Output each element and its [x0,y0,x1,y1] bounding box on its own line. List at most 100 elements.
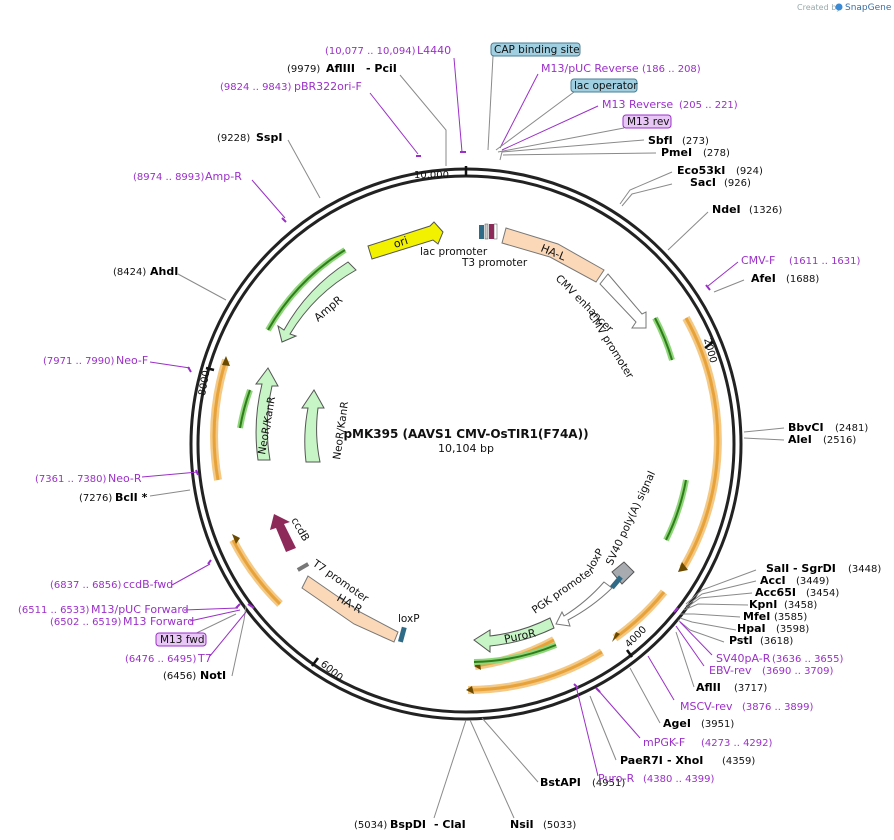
primer-leaders [141,57,739,777]
primer-m13puc-rev: M13/pUC Reverse [541,62,639,75]
primer-sv40pa-pos: (3636 .. 3655) [772,654,844,665]
primer-ccdb: ccdB-fwd [123,578,173,591]
primer-sv40pa: SV40pA-R [716,652,771,665]
m13-fwd-label: M13 fwd [160,634,205,646]
plasmid-name: pMK395 (AAVS1 CMV-OsTIR1(F74A)) [343,427,588,441]
site-not-pos: (6456) [163,671,196,682]
site-bbvc: BbvCI [788,421,824,434]
primer-m13-rev: M13 Reverse [602,98,673,111]
primer-m13-fwd: M13 Forward [123,615,194,628]
primer-neor-pos: (7361 .. 7380) [35,474,107,485]
site-ssp: SspI [256,131,282,144]
primer-t7-pos: (6476 .. 6495) [125,654,197,665]
cap-binding-label: CAP binding site [494,44,580,56]
cap-binding-box: CAP binding site [490,42,581,57]
site-afl3: AflIII [326,62,355,75]
loxp-feature-1 [397,626,407,643]
primer-ampr-pos: (8974 .. 8993) [133,172,205,183]
primer-neof: Neo-F [116,354,148,367]
ccdb-feature [270,514,296,552]
plasmid-size: 10,104 bp [438,442,494,455]
site-afl2: AflII [696,681,721,694]
site-sac: SacI [690,176,716,189]
ccdb-label: ccdB [288,516,311,544]
primer-neor: Neo-R [108,472,142,485]
site-cla: - ClaI [434,818,466,831]
m13-rev-label: M13 rev [627,116,670,128]
site-not: NotI [200,669,226,682]
primer-m13-rev-pos: (205 .. 221) [679,100,738,111]
primer-l4440: L4440 [417,44,451,57]
primer-t7: T7 [197,652,212,665]
neokan-feature-2 [301,389,325,463]
site-sac-pos: (926) [724,178,751,189]
primer-neof-pos: (7971 .. 7990) [43,356,115,367]
site-nsi: NsiI [510,818,534,831]
site-nsi-pos: (5033) [543,820,576,831]
site-acc-pos: (3449) [796,576,829,587]
primer-puro: Puro-R [598,772,635,785]
site-kpn: KpnI [749,598,777,611]
site-eco53: Eco53kI [677,164,725,177]
site-hpa-pos: (3598) [776,624,809,635]
cmv-feature [599,273,647,329]
site-pst: PstI [729,634,753,647]
tick-8000: 8000 [197,370,212,397]
site-bcl-pos: (7276) [79,493,112,504]
site-bspd: BspDI [390,818,426,831]
credit-text: Created by [797,3,841,12]
site-pci: - PciI [366,62,397,75]
primer-m13puc-fwd-pos: (6511 .. 6533) [18,605,90,616]
lac-operator-box: lac operator [570,78,638,93]
lac-operator-label: lac operator [574,80,638,92]
site-paer-pos: (4359) [722,756,755,767]
site-afl2-pos: (3717) [734,683,767,694]
m13-fwd-box: M13 fwd [155,632,207,647]
puror-label: PuroR [503,626,537,645]
site-ahd-pos: (8424) [113,267,146,278]
site-sgrd: - SgrDI [793,562,836,575]
primer-mpgk: mPGK-F [643,736,685,749]
site-paer: PaeR7I [620,754,663,767]
tick-10000: 10,000 [414,170,449,181]
primer-cmvf-pos: (1611 .. 1631) [789,256,861,267]
site-hpa: HpaI [737,622,766,635]
site-xho: - XhoI [667,754,703,767]
primer-l4440-pos: (10,077 .. 10,094) [325,46,416,57]
primer-m13puc-rev-pos: (186 .. 208) [642,64,701,75]
primer-puro-pos: (4380 .. 4399) [643,774,715,785]
site-age-pos: (3951) [701,719,734,730]
site-bspd-pos: (5034) [354,820,387,831]
orf-arrowheads [222,356,688,694]
brand-text: SnapGene [845,3,892,13]
loxp-label-1: loxP [398,613,420,625]
site-sbf: SbfI [648,134,673,147]
site-ale: AleI [788,433,812,446]
loxp-label-2: loxP [585,547,606,572]
site-pme: PmeI [661,146,692,159]
site-sal: SalI [766,562,789,575]
primer-m13puc-fwd: M13/pUC Forward [91,603,189,616]
m13-rev-box: M13 rev [622,114,672,129]
site-pme-pos: (278) [703,148,730,159]
primer-pbr-pos: (9824 .. 9843) [220,82,292,93]
site-kpn-pos: (3458) [784,600,817,611]
site-afl3-pos: (9979) [287,64,320,75]
snapgene-logo-icon [835,3,843,11]
neokan-feature-1 [255,367,279,461]
primer-ebv: EBV-rev [709,664,752,677]
site-nde: NdeI [712,203,741,216]
site-bstapi: BstAPI [540,776,581,789]
site-bstapi-pos: (4951) [592,778,625,789]
site-bbvc-pos: (2481) [835,423,868,434]
primer-mscv-pos: (3876 .. 3899) [742,702,814,713]
ha-r-feature [301,575,399,643]
site-ssp-pos: (9228) [217,133,250,144]
ori-label: ori [392,234,410,251]
primer-marks [187,151,711,693]
green-arcs [237,247,689,665]
primer-mscv: MSCV-rev [680,700,733,713]
site-pst-pos: (3618) [760,636,793,647]
site-sbf-pos: (273) [682,136,709,147]
